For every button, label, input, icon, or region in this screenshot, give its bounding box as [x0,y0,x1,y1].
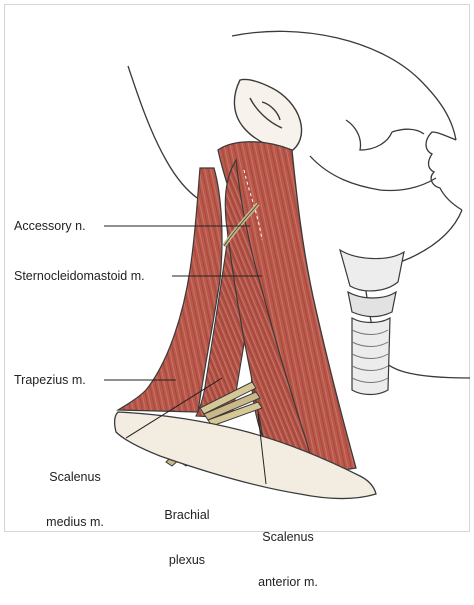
label-scalenus-anterior-m-line2: anterior m. [240,575,336,590]
larynx-trachea [340,250,404,395]
label-brachial-plexus: Brachial plexus [146,478,228,583]
label-sternocleidomastoid-m: Sternocleidomastoid m. [14,269,145,284]
label-scalenus-medius-m-line2: medius m. [30,515,120,530]
label-brachial-plexus-line2: plexus [146,553,228,568]
label-scalenus-medius-m: Scalenus medius m. [30,440,120,545]
label-brachial-plexus-line1: Brachial [146,508,228,523]
label-scalenus-anterior-m-line1: Scalenus [240,530,336,545]
sternocleidomastoid-muscle [218,142,356,478]
label-trapezius-m: Trapezius m. [14,373,86,388]
label-accessory-n: Accessory n. [14,219,86,234]
ear [234,79,301,152]
label-scalenus-medius-m-line1: Scalenus [30,470,120,485]
label-scalenus-anterior-m: Scalenus anterior m. [240,500,336,605]
